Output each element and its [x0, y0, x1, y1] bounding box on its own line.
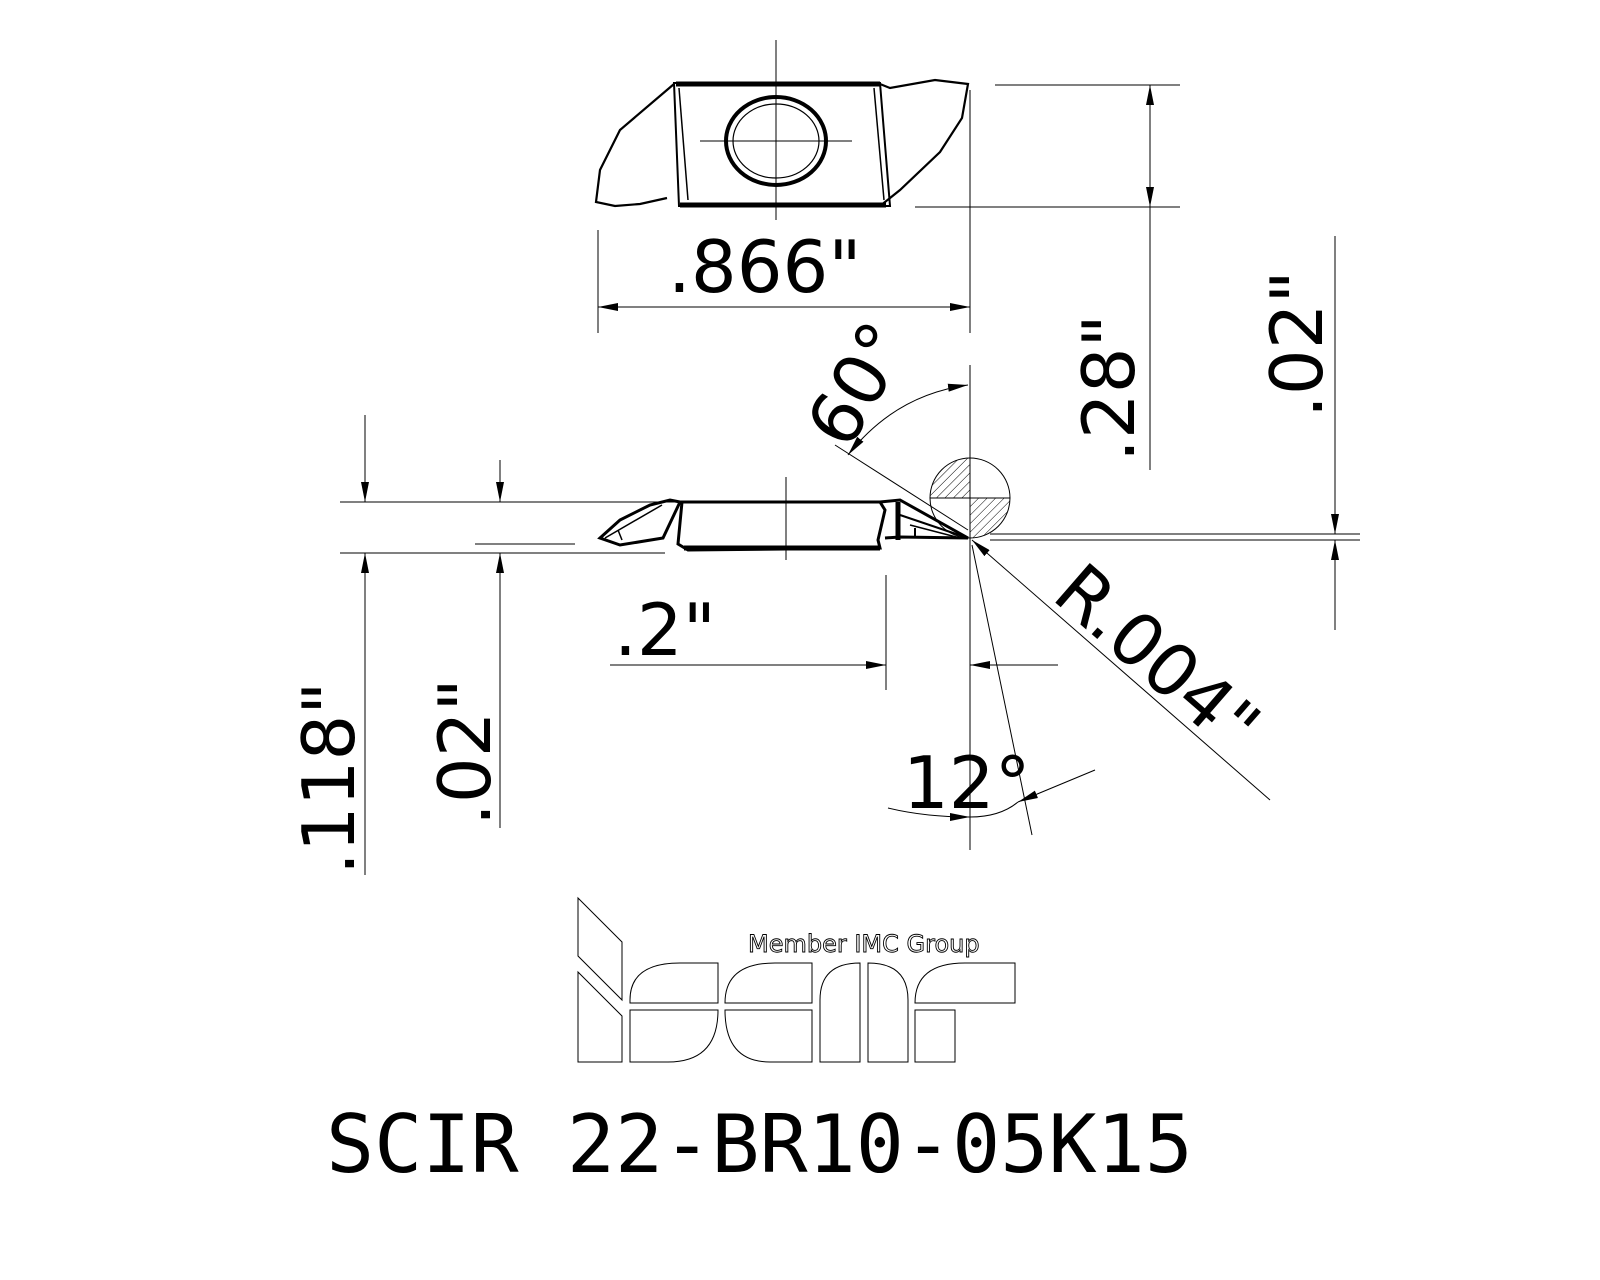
dim-height-top-label: .28" — [1067, 314, 1151, 462]
dim-width-top-label: .866" — [668, 225, 861, 309]
dimension-angle-12 — [887, 544, 1096, 836]
logo-tagline: Member IMC Group — [748, 930, 980, 958]
part-number-title: SCIR 22-BR10-05K15 — [326, 1098, 1193, 1191]
dim-length-bottom-label: .2" — [614, 588, 716, 672]
dimension-radius — [971, 539, 1271, 801]
insert-side-view — [597, 477, 969, 560]
dim-angle-top-label: 60° — [790, 308, 927, 461]
dimension-width-top — [597, 90, 971, 333]
section-circle-symbol — [929, 457, 1011, 539]
iscar-logo — [577, 896, 1016, 1063]
dim-angle-bottom-label: 12° — [903, 741, 1031, 825]
dim-height-left-label: .118" — [287, 682, 371, 875]
dimension-height-left — [340, 415, 680, 875]
dim-offset-right-label: .02" — [1255, 270, 1339, 418]
dimension-length-bottom — [610, 575, 1058, 690]
dimension-height-top — [915, 84, 1180, 470]
dimension-angle-60 — [834, 365, 971, 850]
dimension-offset-right — [990, 236, 1360, 630]
dim-offset-left-label: .02" — [423, 678, 507, 826]
insert-plan-view — [594, 40, 970, 220]
dim-radius-label: R.004" — [1039, 547, 1276, 768]
